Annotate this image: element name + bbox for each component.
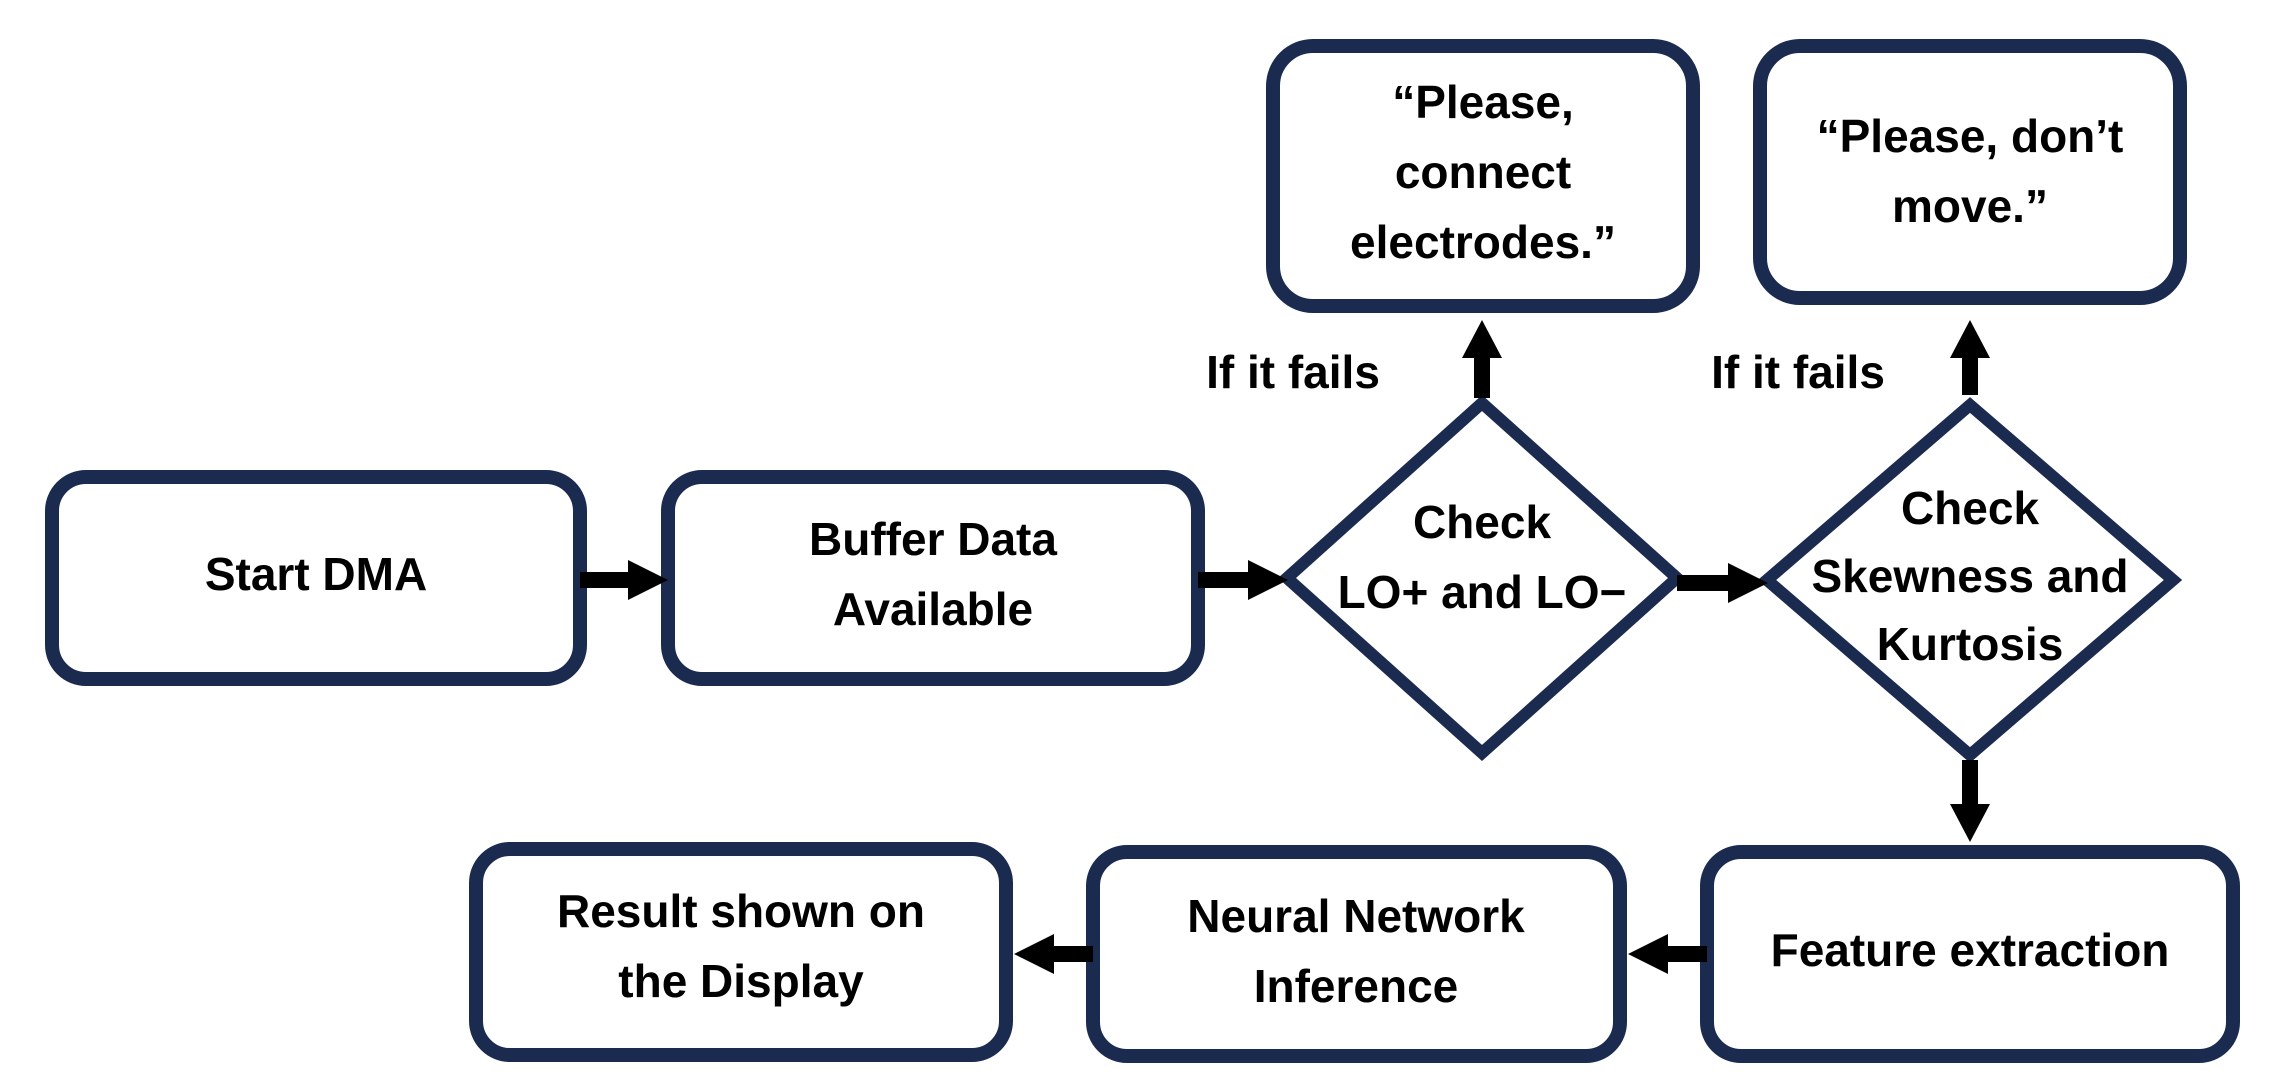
start-dma-node: Start DMA	[45, 470, 587, 686]
dont-move-message: “Please, don’t move.”	[1753, 39, 2187, 305]
feature-extraction-node: Feature extraction	[1700, 845, 2240, 1063]
buffer-data-label-line1: Buffer Data	[809, 513, 1057, 565]
buffer-data-node: Buffer Data Available	[661, 470, 1205, 686]
start-dma-label: Start DMA	[205, 548, 427, 600]
arrow-check-lo-to-connect-msg	[1462, 320, 1502, 398]
connect-msg-line3: electrodes.”	[1350, 216, 1616, 268]
fail-label-skew: If it fails	[1711, 346, 1885, 398]
connect-msg-line2: connect	[1395, 146, 1571, 198]
nn-inference-label-line2: Inference	[1254, 960, 1459, 1012]
check-skew-label-line3: Kurtosis	[1877, 618, 2064, 670]
nn-inference-label-line1: Neural Network	[1187, 890, 1525, 942]
check-lo-label-line2: LO+ and LO−	[1338, 566, 1627, 618]
dont-move-msg-line1: “Please, don’t	[1817, 110, 2124, 162]
connect-msg-line1: “Please,	[1392, 76, 1574, 128]
dont-move-msg-line2: move.”	[1892, 180, 2048, 232]
connect-electrodes-message: “Please, connect electrodes.”	[1266, 39, 1700, 313]
arrow-feature-to-nn	[1628, 934, 1707, 974]
check-lo-decision: Check LO+ and LO−	[1278, 394, 1686, 762]
arrow-check-skew-to-feature-extraction	[1950, 760, 1990, 842]
fail-label-lo: If it fails	[1206, 346, 1380, 398]
arrow-check-skew-to-dont-move-msg	[1950, 320, 1990, 395]
feature-extraction-label: Feature extraction	[1771, 924, 2170, 976]
arrow-buffer-to-check-lo	[1198, 560, 1288, 600]
result-display-label-line1: Result shown on	[557, 885, 925, 937]
check-skew-label-line1: Check	[1901, 482, 2039, 534]
buffer-data-label-line2: Available	[833, 583, 1033, 635]
arrow-nn-to-result	[1014, 934, 1093, 974]
check-lo-label-line1: Check	[1413, 496, 1551, 548]
nn-inference-node: Neural Network Inference	[1086, 845, 1627, 1063]
arrow-check-lo-to-check-skew	[1677, 563, 1768, 603]
check-skew-label-line2: Skewness and	[1811, 550, 2128, 602]
result-display-node: Result shown on the Display	[469, 842, 1013, 1062]
result-display-label-line2: the Display	[618, 955, 864, 1007]
check-skewness-decision: Check Skewness and Kurtosis	[1757, 397, 2183, 763]
arrow-start-to-buffer	[580, 560, 668, 600]
